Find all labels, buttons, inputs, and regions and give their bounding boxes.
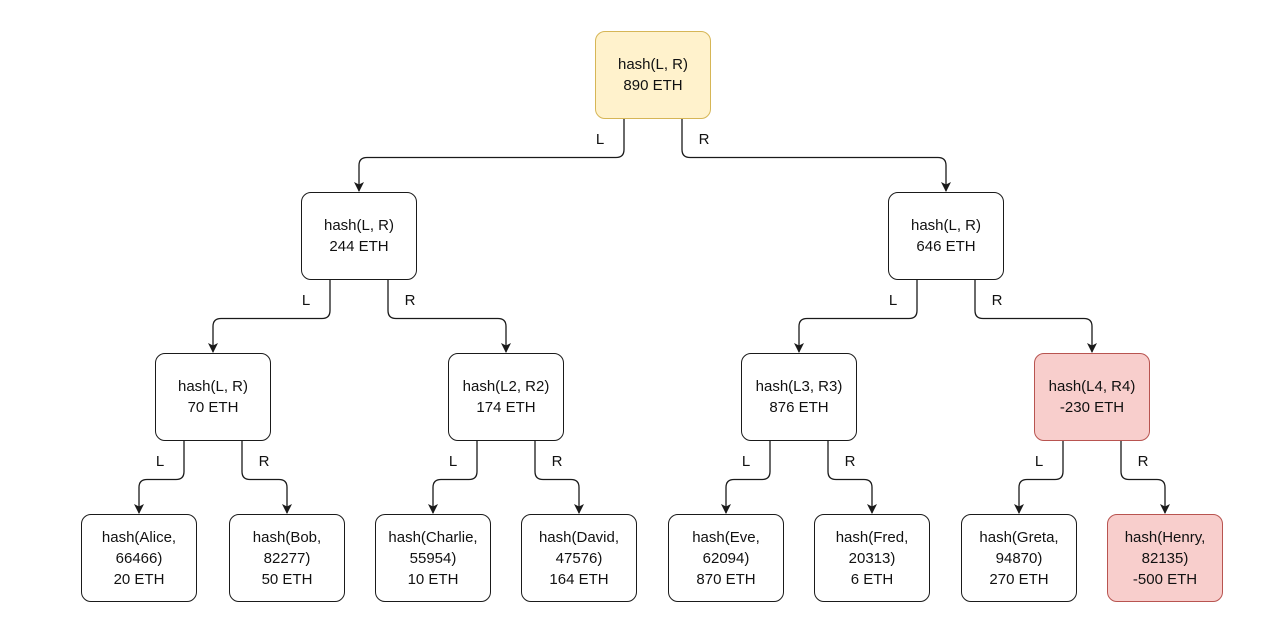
node-text-line: -230 ETH	[1059, 399, 1125, 416]
edge-root-l	[354, 119, 625, 192]
edge-label-right: R	[1134, 454, 1152, 471]
edge-l-ll	[208, 280, 331, 353]
node-bob: hash(Bob, 82277) 50 ETH	[229, 514, 345, 602]
edge-label-right: R	[988, 293, 1006, 310]
edge-l-lr	[387, 280, 511, 353]
node-text-line: hash(L, R)	[617, 56, 689, 73]
node-text-line: 47576)	[555, 549, 603, 567]
node-text-line: 82277)	[263, 549, 311, 567]
node-text-line: 270 ETH	[989, 570, 1049, 588]
node-text-line: 82135)	[1141, 549, 1189, 567]
edge-label-left: L	[885, 293, 901, 310]
edge-label-left: L	[152, 454, 168, 471]
node-text-line: hash(Eve,	[692, 528, 760, 546]
edge-ll-bob	[241, 441, 292, 514]
node-text-line: 164 ETH	[549, 570, 609, 588]
node-text-line: 55954)	[409, 549, 457, 567]
node-text-line: 70 ETH	[187, 399, 239, 416]
node-text-line: hash(L2, R2)	[462, 378, 550, 395]
node-l: hash(L, R) 244 ETH	[301, 192, 417, 280]
edge-label-left: L	[1031, 454, 1047, 471]
node-eve: hash(Eve, 62094) 870 ETH	[668, 514, 784, 602]
node-fred: hash(Fred, 20313) 6 ETH	[814, 514, 930, 602]
node-ll: hash(L, R) 70 ETH	[155, 353, 271, 441]
node-text-line: 20 ETH	[113, 570, 165, 588]
node-text-line: 94870)	[995, 549, 1043, 567]
node-rl: hash(L3, R3) 876 ETH	[741, 353, 857, 441]
node-text-line: 646 ETH	[916, 238, 976, 255]
edge-ll-alice	[134, 441, 185, 514]
node-text-line: hash(Alice,	[101, 528, 177, 546]
node-text-line: hash(L, R)	[177, 378, 249, 395]
edge-label-left: L	[738, 454, 754, 471]
node-root: hash(L, R) 890 ETH	[595, 31, 711, 119]
edge-r-rl	[794, 280, 918, 353]
edge-label-left: L	[298, 293, 314, 310]
node-text-line: hash(Greta,	[979, 528, 1059, 546]
node-text-line: 50 ETH	[261, 570, 313, 588]
node-text-line: 174 ETH	[476, 399, 536, 416]
node-text-line: 876 ETH	[769, 399, 829, 416]
node-charlie: hash(Charlie, 55954) 10 ETH	[375, 514, 491, 602]
node-text-line: hash(Henry,	[1124, 528, 1206, 546]
node-text-line: 6 ETH	[850, 570, 894, 588]
node-text-line: 890 ETH	[623, 77, 683, 94]
edge-rl-fred	[827, 441, 877, 514]
node-text-line: hash(Bob,	[252, 528, 322, 546]
node-text-line: 20313)	[848, 549, 896, 567]
edge-label-right: R	[255, 454, 273, 471]
edge-label-left: L	[592, 132, 608, 149]
edge-label-right: R	[695, 132, 713, 149]
edge-r-rr	[974, 280, 1097, 353]
node-text-line: hash(L4, R4)	[1048, 378, 1136, 395]
edge-label-right: R	[548, 454, 566, 471]
node-text-line: hash(L3, R3)	[755, 378, 843, 395]
node-text-line: 66466)	[115, 549, 163, 567]
edge-rr-greta	[1014, 441, 1064, 514]
node-text-line: 62094)	[702, 549, 750, 567]
edge-rl-eve	[721, 441, 771, 514]
node-henry: hash(Henry, 82135) -500 ETH	[1107, 514, 1223, 602]
node-greta: hash(Greta, 94870) 270 ETH	[961, 514, 1077, 602]
edge-lr-david	[534, 441, 584, 514]
node-rr: hash(L4, R4) -230 ETH	[1034, 353, 1150, 441]
node-text-line: hash(Charlie,	[388, 528, 478, 546]
edge-label-left: L	[445, 454, 461, 471]
edge-rr-henry	[1120, 441, 1170, 514]
edge-lr-charlie	[428, 441, 478, 514]
edge-label-right: R	[401, 293, 419, 310]
node-david: hash(David, 47576) 164 ETH	[521, 514, 637, 602]
node-lr: hash(L2, R2) 174 ETH	[448, 353, 564, 441]
node-text-line: hash(L, R)	[910, 217, 982, 234]
node-alice: hash(Alice, 66466) 20 ETH	[81, 514, 197, 602]
node-text-line: hash(Fred,	[835, 528, 909, 546]
node-text-line: hash(David,	[538, 528, 620, 546]
node-text-line: hash(L, R)	[323, 217, 395, 234]
node-r: hash(L, R) 646 ETH	[888, 192, 1004, 280]
node-text-line: 244 ETH	[329, 238, 389, 255]
node-text-line: -500 ETH	[1132, 570, 1198, 588]
node-text-line: 870 ETH	[696, 570, 756, 588]
edge-root-r	[681, 119, 951, 192]
node-text-line: 10 ETH	[407, 570, 459, 588]
edge-label-right: R	[841, 454, 859, 471]
